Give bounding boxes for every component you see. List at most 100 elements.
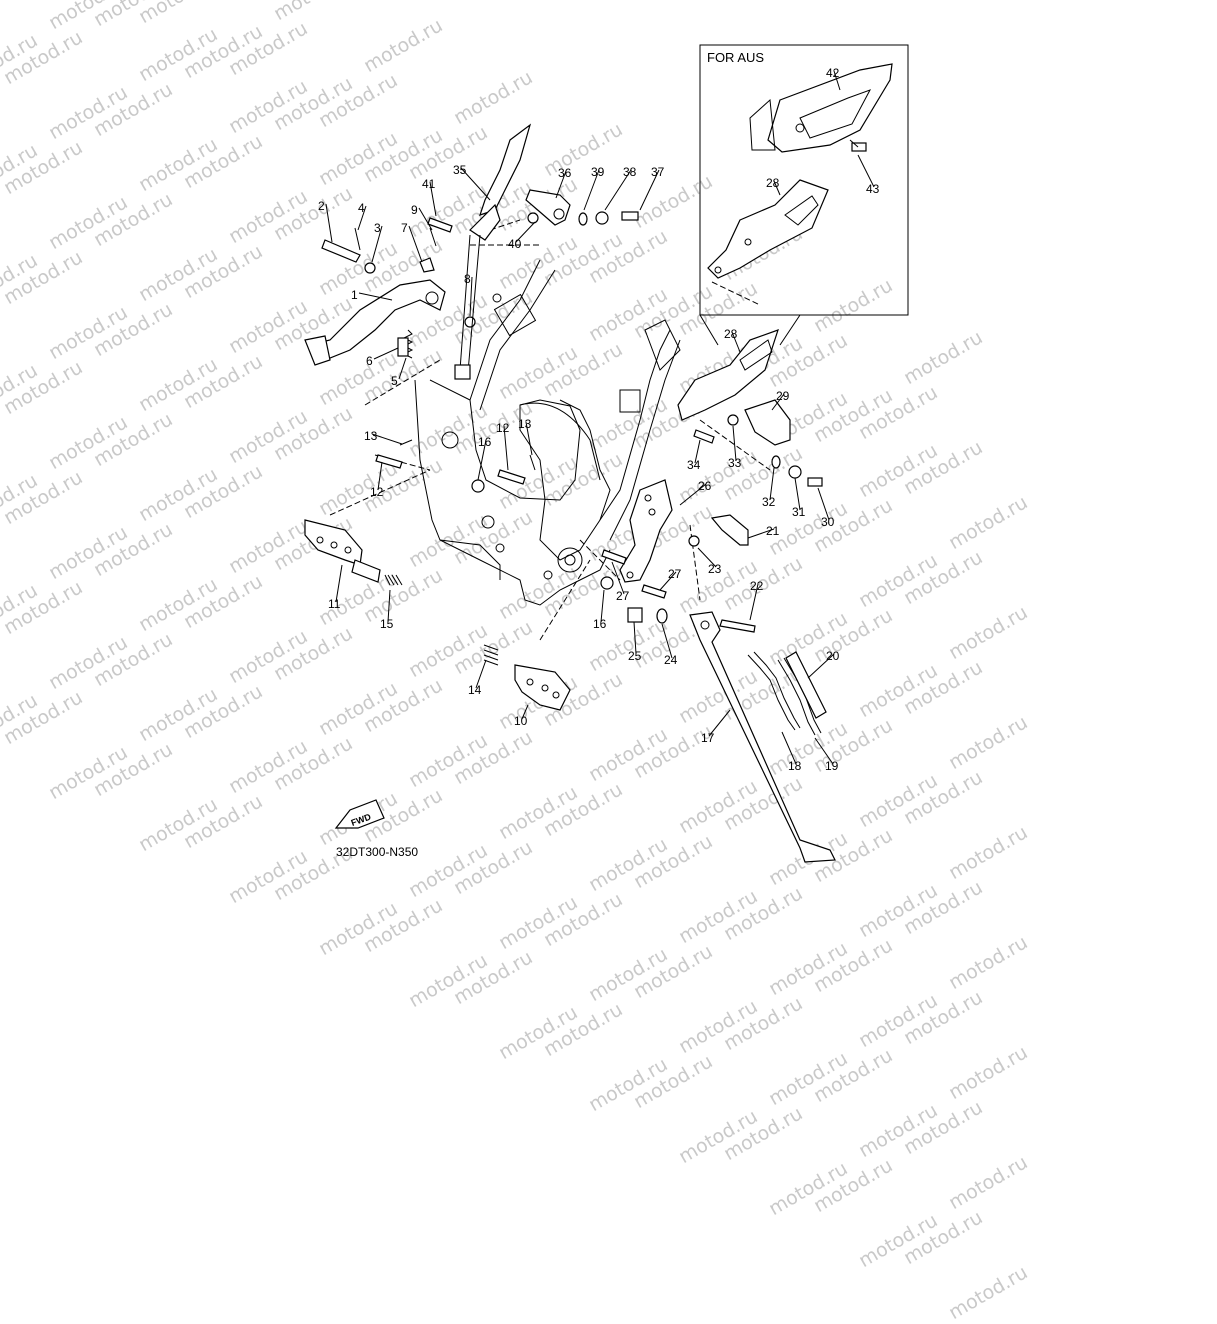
leader-line-c5	[398, 357, 407, 380]
callout-c13b: 13	[518, 417, 532, 431]
leader-line-c11	[335, 564, 343, 603]
part-28-bracket-inset	[707, 179, 829, 306]
part-34-bolt	[693, 429, 715, 444]
part-1-brake-pedal	[304, 279, 446, 366]
callout-c26: 26	[698, 479, 712, 493]
leader-line-c36	[555, 170, 567, 199]
leader-line-c28a	[731, 331, 741, 353]
callout-c27b: 27	[668, 567, 682, 581]
part-10-footrest-right	[514, 664, 571, 711]
part-35-shift-lever	[454, 123, 532, 380]
leader-line-c1	[358, 292, 393, 301]
callout-c29: 29	[776, 389, 790, 403]
callout-c22: 22	[750, 579, 764, 593]
part-18-spring	[747, 651, 801, 731]
callout-c34: 34	[687, 458, 701, 472]
frame-body	[414, 259, 681, 606]
inset-pointer-right	[779, 314, 801, 346]
leader-line-c27a	[611, 561, 625, 595]
leader-line-c28b	[773, 180, 781, 196]
part-3-washer	[364, 262, 376, 274]
part-22-bolt	[719, 619, 756, 633]
part-2-bolt	[321, 239, 361, 263]
callout-c35: 35	[453, 163, 467, 177]
callout-c40: 40	[508, 237, 522, 251]
part-17-sidestand	[689, 611, 836, 863]
leader-line-c16a	[477, 439, 487, 481]
callout-c36: 36	[558, 166, 572, 180]
watermark-text: motod.ru	[945, 931, 1032, 995]
part-16-collar-upper	[471, 479, 485, 493]
part-13-pin-left	[399, 439, 413, 446]
part-15-spring	[384, 574, 403, 586]
leader-line-c12b	[503, 425, 509, 471]
callout-c1: 1	[351, 288, 358, 302]
callout-c24: 24	[664, 653, 678, 667]
leader-line-c6	[373, 347, 399, 360]
callout-c37: 37	[651, 165, 665, 179]
callout-c2: 2	[318, 199, 325, 213]
part-42-heel-guard	[749, 63, 893, 153]
assembly-guide-lines	[329, 219, 771, 641]
callout-c25: 25	[628, 649, 642, 663]
leader-line-c26	[679, 483, 707, 506]
part-12-bolt-right	[497, 469, 526, 485]
leader-line-c40	[515, 221, 536, 243]
callout-c42: 42	[826, 66, 840, 80]
callout-c9: 9	[411, 203, 418, 217]
callout-c21: 21	[766, 524, 780, 538]
callout-c18: 18	[788, 759, 802, 773]
part-8-washer	[464, 316, 476, 328]
leader-line-c15	[387, 589, 391, 623]
part-40-washer	[527, 212, 539, 224]
leader-line-c12a	[377, 461, 383, 491]
part-4-cotter-pin	[354, 227, 361, 251]
leader-line-c13a	[371, 433, 403, 445]
part-16-collar-lower	[600, 576, 614, 590]
callout-c13a: 13	[364, 429, 378, 443]
part-36-shift-pedal	[525, 189, 571, 226]
watermark-text: motod.ru	[945, 1151, 1032, 1215]
leader-line-c19	[814, 737, 834, 765]
leader-line-c33	[732, 425, 737, 462]
callout-c15: 15	[380, 617, 394, 631]
leader-line-c18	[781, 731, 797, 765]
part-43-bolt	[849, 139, 867, 152]
callout-c19: 19	[825, 759, 839, 773]
part-29-rear-footrest	[744, 399, 791, 446]
leader-line-c7	[408, 225, 423, 263]
part-21-plate	[710, 514, 749, 546]
leader-line-c16b	[600, 589, 605, 623]
leader-line-c24	[661, 623, 673, 659]
part-33-washer	[727, 414, 739, 426]
callout-c17: 17	[701, 731, 715, 745]
leader-line-c29	[771, 393, 785, 411]
leader-line-c38	[604, 169, 632, 211]
watermark-text: motod.ru	[945, 1041, 1032, 1105]
callout-c43: 43	[866, 182, 880, 196]
part-23-collar	[688, 535, 700, 547]
part-27-bolt-lower	[641, 584, 667, 599]
leader-line-c35	[460, 167, 491, 201]
callout-c8: 8	[464, 272, 471, 286]
diagram-code: 32DT300-N350	[336, 845, 418, 859]
leader-line-c3	[371, 225, 383, 263]
part-32-washer	[771, 455, 781, 469]
callout-c23: 23	[708, 562, 722, 576]
inset-for-aus: FOR AUS	[699, 44, 909, 346]
callout-c39: 39	[591, 165, 605, 179]
exploded-parts-diagram: FOR AUS	[304, 44, 909, 863]
leader-line-c30	[817, 487, 830, 521]
callout-leaders	[325, 70, 875, 765]
part-28-footrest-bracket	[677, 329, 779, 421]
callout-c27a: 27	[616, 589, 630, 603]
part-13-pin-right	[529, 454, 536, 471]
part-6-collar	[397, 337, 409, 357]
leader-line-c22	[749, 583, 759, 621]
part-41-bolt	[427, 217, 453, 233]
leader-line-c43	[857, 154, 875, 188]
leader-line-c32	[769, 467, 775, 501]
callout-c5: 5	[391, 374, 398, 388]
